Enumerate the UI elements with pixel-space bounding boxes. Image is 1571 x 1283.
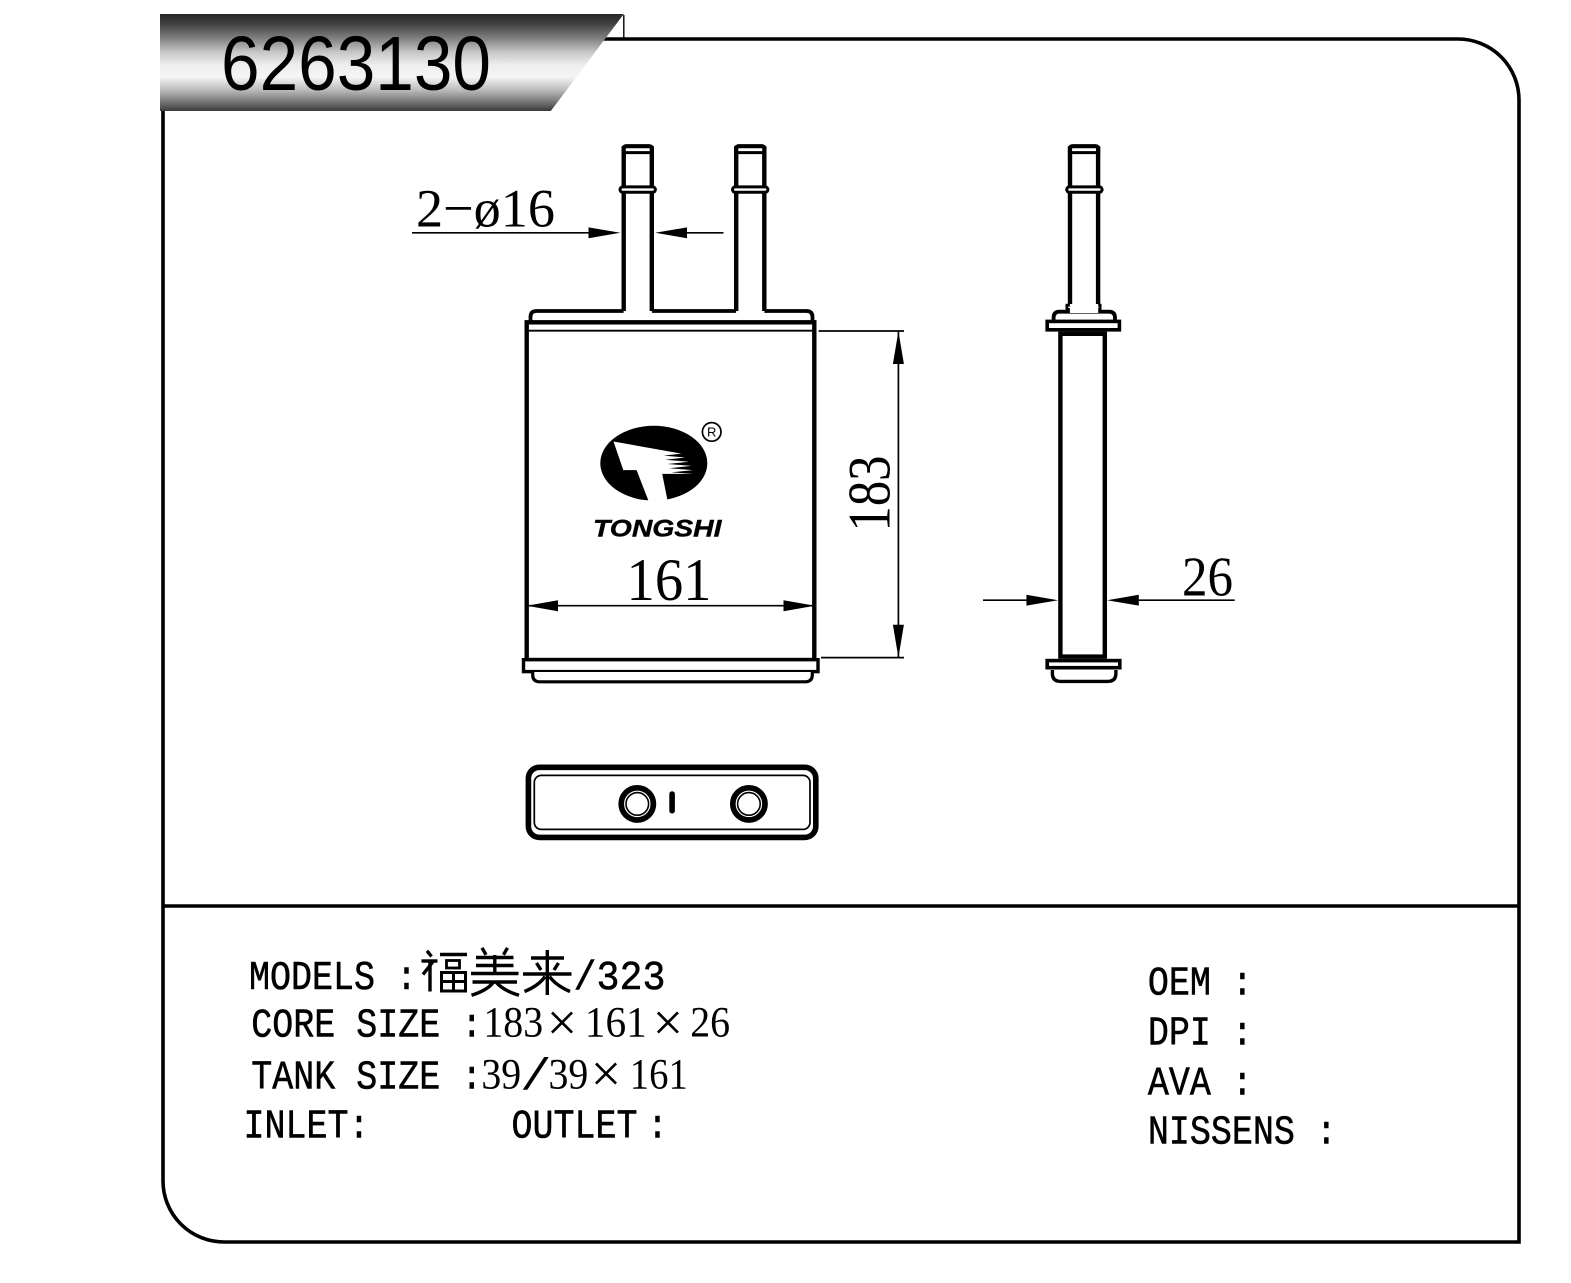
svg-text:39: 39 (481, 1051, 521, 1098)
svg-text:26: 26 (1182, 546, 1233, 608)
svg-text:6263130: 6263130 (221, 21, 491, 107)
svg-text:183: 183 (837, 456, 904, 532)
svg-text:TONGSHI: TONGSHI (593, 515, 723, 542)
svg-text:OEM :: OEM : (1148, 961, 1253, 1007)
svg-text:183: 183 (483, 999, 543, 1046)
svg-text:R: R (707, 425, 716, 440)
svg-text:INLET:: INLET: (244, 1105, 370, 1151)
svg-text:MODELS :: MODELS : (249, 956, 417, 1002)
svg-text:2−ø16: 2−ø16 (416, 178, 555, 238)
svg-text:OUTLET: OUTLET (512, 1105, 638, 1151)
svg-text:161: 161 (630, 1051, 688, 1098)
svg-text:CORE SIZE :: CORE SIZE : (251, 1004, 482, 1050)
svg-text:161: 161 (585, 999, 647, 1046)
svg-text:×: × (653, 992, 683, 1052)
svg-text:39: 39 (549, 1051, 589, 1098)
svg-text:161: 161 (627, 547, 712, 614)
svg-text:×: × (591, 1043, 621, 1103)
svg-text:NISSENS :: NISSENS : (1148, 1110, 1337, 1156)
svg-text:/: / (523, 1045, 550, 1100)
svg-text:26: 26 (690, 999, 730, 1046)
svg-text:×: × (547, 992, 577, 1052)
svg-text:DPI :: DPI : (1148, 1012, 1253, 1058)
svg-text:/323: /323 (574, 956, 666, 1002)
svg-text:TANK SIZE :: TANK SIZE : (251, 1055, 482, 1101)
svg-text::: : (647, 1105, 668, 1151)
svg-text:AVA :: AVA : (1148, 1061, 1253, 1107)
